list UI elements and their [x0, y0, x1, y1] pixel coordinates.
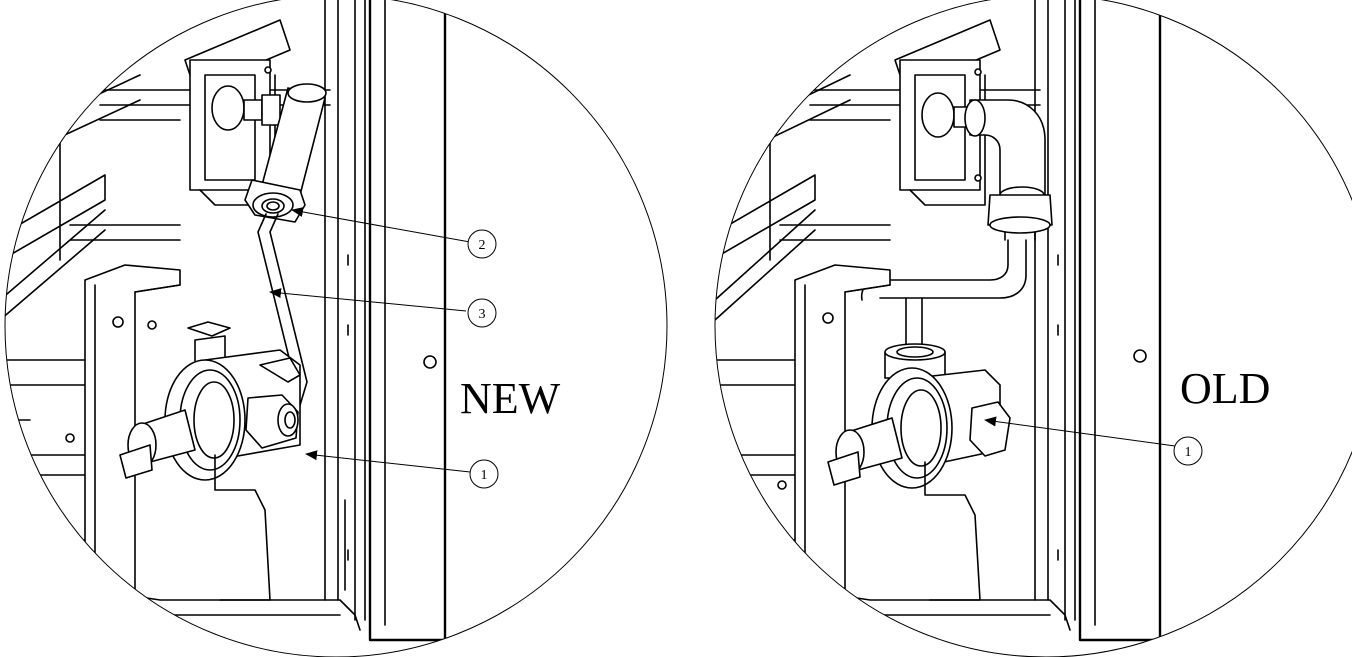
callout-3: 3: [467, 298, 497, 328]
callout-leader-1-old: [984, 416, 1176, 447]
callout-leader-2: [291, 207, 471, 243]
callout-number: 2: [479, 238, 486, 253]
callout-leader-3: [269, 288, 467, 312]
callout-leader-1: [305, 450, 471, 473]
callout-1: 1: [469, 459, 499, 489]
new-detail-circle: [4, 0, 668, 657]
callout-number: 3: [479, 307, 486, 322]
old-detail-circle: [714, 0, 1352, 657]
panel-old: 1 OLD: [714, 0, 1352, 657]
new-detail-drawing: [5, 0, 447, 642]
old-detail-drawing: [715, 0, 1162, 642]
panel-label-new: NEW: [460, 374, 561, 423]
panel-label-old: OLD: [1180, 364, 1270, 413]
callout-number: 1: [481, 468, 488, 483]
callout-2: 2: [467, 229, 497, 259]
callout-1-old: 1: [1173, 436, 1203, 466]
panel-new: 2 3 1 NEW: [4, 0, 668, 657]
callout-number: 1: [1185, 445, 1192, 460]
